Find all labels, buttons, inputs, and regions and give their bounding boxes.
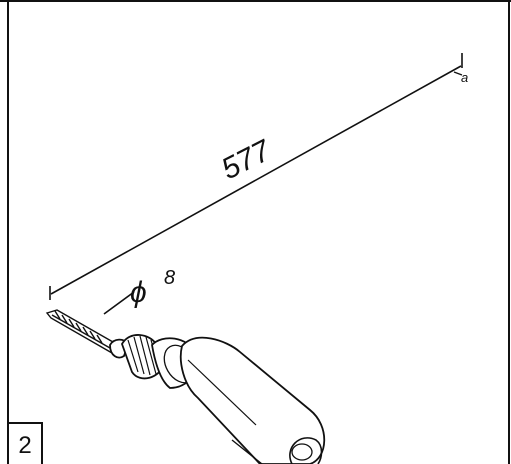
end-mark-label: a	[461, 70, 468, 85]
length-dimension-line	[50, 65, 462, 295]
diameter-value: 8	[164, 267, 175, 289]
end-mark-hook	[453, 71, 463, 76]
power-drill	[109, 334, 326, 464]
step-number-box: 2	[7, 422, 43, 464]
diameter-leader-line	[103, 291, 135, 315]
frame-left-border	[7, 0, 9, 464]
drill-bit	[45, 309, 122, 354]
frame-top-border	[0, 0, 511, 2]
frame-right-border	[508, 0, 510, 464]
step-number: 2	[18, 432, 32, 459]
diameter-symbol: ϕ	[130, 276, 147, 309]
length-dimension-label: 577	[216, 134, 277, 187]
